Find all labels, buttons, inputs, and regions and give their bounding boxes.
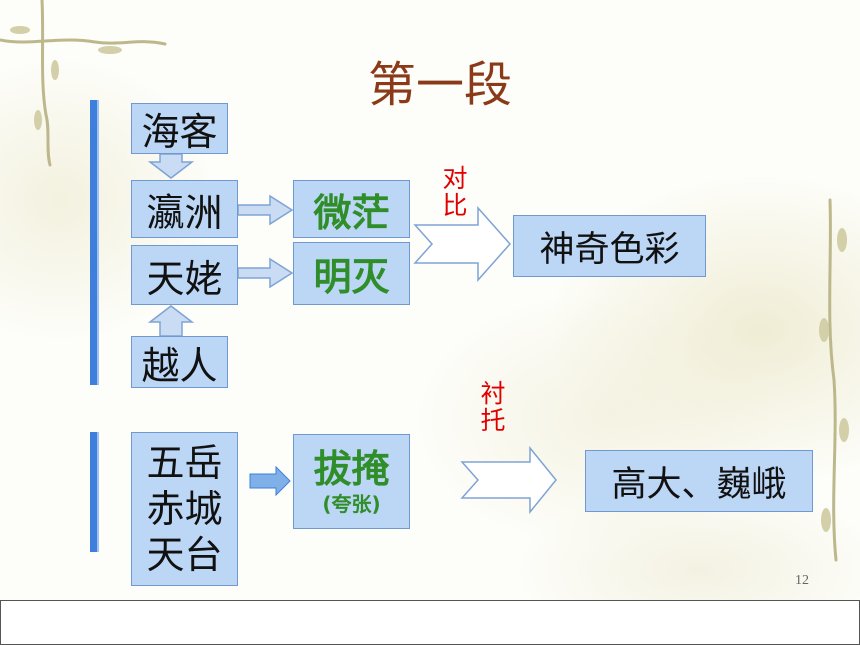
arrow-right-icon — [237, 257, 294, 289]
notes-bar — [0, 600, 860, 645]
relation-char: 托 — [480, 406, 506, 435]
relation-char: 对 — [442, 164, 468, 193]
feature-note: (夸张) — [322, 491, 381, 516]
result-box-gaoda: 高大、巍峨 — [585, 450, 813, 512]
feature-box-mingmie: 明灭 — [293, 242, 410, 305]
source-label: 天台 — [146, 533, 223, 577]
source-label: 赤城 — [146, 487, 223, 531]
group1-bracket-bar — [90, 100, 99, 385]
source-box-wuyue-group: 五岳 赤城 天台 — [131, 432, 238, 586]
relation-char: 比 — [442, 191, 468, 220]
arrow-right-icon — [237, 194, 294, 226]
source-box-haike: 海客 — [131, 103, 228, 154]
relation-char: 衬 — [480, 379, 506, 408]
relation-label-duibi: 对 比 — [440, 165, 470, 219]
arrow-down-icon — [147, 153, 195, 179]
result-arrow-icon — [413, 206, 512, 282]
result-box-shenqi: 神奇色彩 — [513, 215, 706, 277]
slide-title: 第一段 — [367, 57, 512, 113]
source-label: 五岳 — [146, 441, 223, 485]
source-box-tianmu: 天姥 — [131, 245, 238, 305]
relation-label-chentuo: 衬 托 — [478, 380, 508, 434]
source-box-yueren: 越人 — [131, 336, 228, 388]
feature-box-bayan: 拔掩 (夸张) — [293, 434, 410, 529]
arrow-up-icon — [147, 305, 195, 337]
group2-bracket-bar — [90, 432, 99, 552]
source-box-yingzhou: 瀛洲 — [131, 180, 238, 238]
feature-label: 拔掩 — [313, 446, 390, 491]
result-arrow-icon — [460, 445, 557, 515]
page-number: 12 — [795, 573, 809, 588]
feature-box-weimang: 微茫 — [293, 180, 410, 238]
arrow-right-icon — [249, 465, 291, 497]
